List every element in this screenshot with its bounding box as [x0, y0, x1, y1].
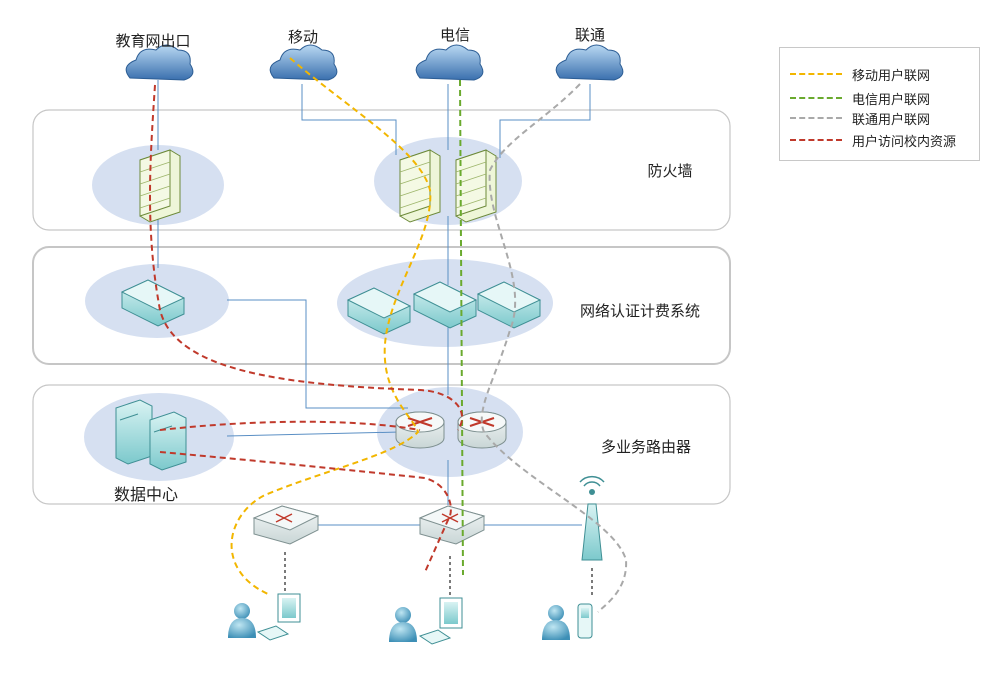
layer-label-router: 多业务路由器 — [601, 438, 691, 456]
cloud-label-mobile: 移动 — [288, 28, 318, 46]
user-icon-left — [228, 593, 301, 641]
legend-swatch-unicom — [790, 117, 842, 119]
firewall-icon-left — [139, 149, 181, 223]
legend-swatch-mobile — [790, 73, 842, 75]
user-icon-center — [389, 597, 463, 645]
cloud-label-telecom: 电信 — [440, 26, 470, 44]
flow-path-mobile — [230, 57, 432, 595]
legend-swatch-campus — [790, 139, 842, 141]
datacenter-label: 数据中心 — [114, 485, 178, 504]
datacenter-server-icon — [115, 399, 187, 471]
wireless-ap-icon — [579, 475, 605, 561]
cloud-icon-mobile — [269, 44, 338, 81]
legend: 移动用户联网 电信用户联网 联通用户联网 用户访问校内资源 — [779, 47, 980, 161]
auth-server-icon-1 — [346, 287, 412, 335]
cloud-icon-telecom — [415, 44, 484, 81]
flow-path-campus — [149, 84, 464, 573]
firewall-icon-unicom — [455, 149, 497, 223]
cloud-icon-unicom — [555, 44, 624, 81]
legend-swatch-telecom — [790, 97, 842, 99]
legend-item-campus: 用户访问校内资源 — [790, 130, 956, 150]
link-lines — [157, 80, 591, 526]
cloud-label-unicom: 联通 — [575, 26, 605, 44]
legend-item-telecom: 电信用户联网 — [790, 88, 930, 108]
legend-label-telecom: 电信用户联网 — [852, 92, 931, 108]
user-icon-right — [542, 603, 593, 640]
cloud-label-edu: 教育网出口 — [115, 32, 190, 50]
legend-label-mobile: 移动用户联网 — [852, 68, 931, 84]
legend-label-unicom: 联通用户联网 — [852, 112, 931, 128]
firewall-icon-mobile — [399, 149, 441, 223]
switch-icon-center — [418, 505, 486, 545]
user-drop-lines — [284, 552, 593, 598]
layer-label-firewall: 防火墙 — [647, 162, 692, 180]
flow-path-telecom — [459, 79, 464, 576]
legend-item-mobile: 移动用户联网 — [790, 64, 930, 84]
flow-path-unicom — [480, 83, 628, 613]
auth-server-icon-left — [120, 279, 186, 327]
switch-icon-left — [252, 505, 320, 545]
legend-label-campus: 用户访问校内资源 — [852, 134, 957, 150]
legend-item-unicom: 联通用户联网 — [790, 108, 930, 128]
auth-server-icon-3 — [476, 281, 542, 329]
layer-label-auth: 网络认证计费系统 — [580, 302, 700, 320]
router-ellipse — [377, 387, 523, 477]
cloud-icon-edu — [125, 44, 194, 81]
